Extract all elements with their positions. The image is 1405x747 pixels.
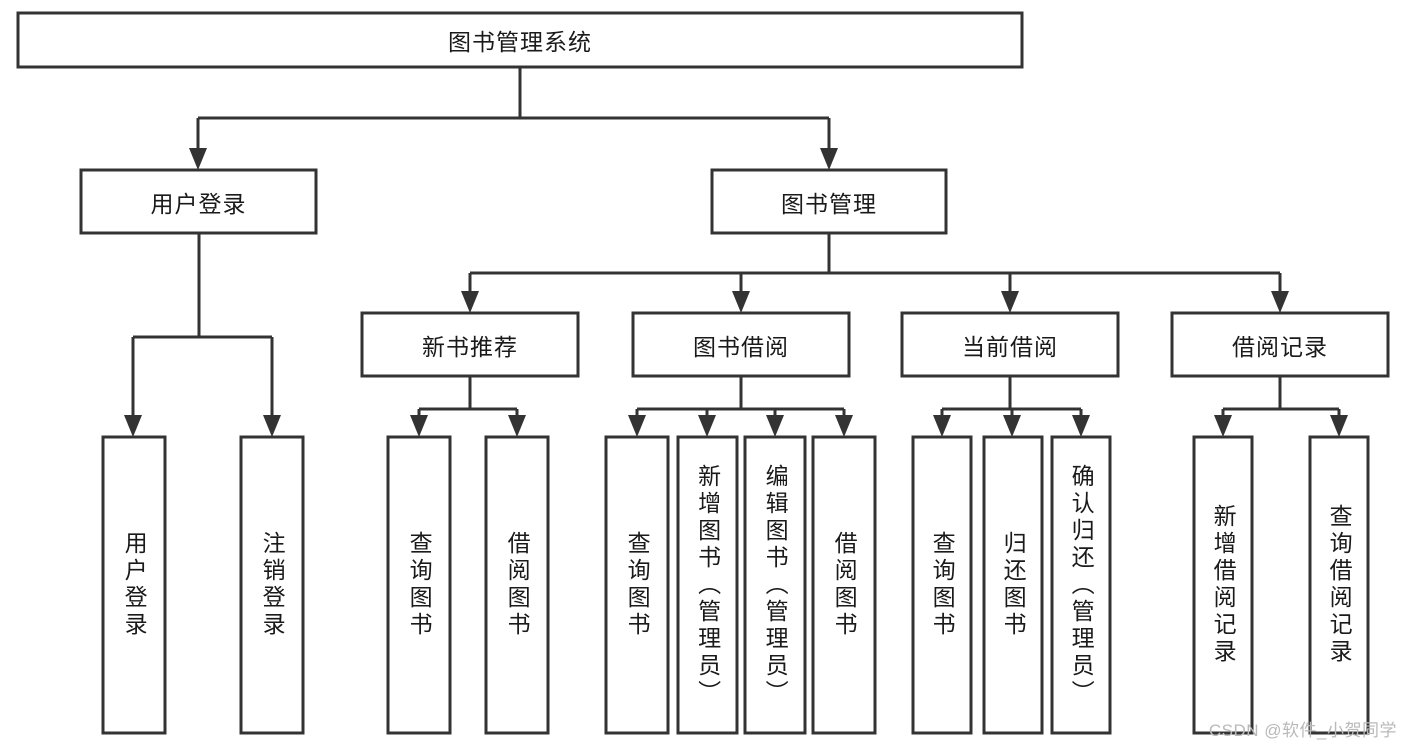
arrow-head-icon xyxy=(1003,415,1021,437)
arrow-head-icon xyxy=(820,148,838,170)
node-box-borrow-record[interactable] xyxy=(1170,311,1390,378)
arrow-head-icon xyxy=(1072,415,1090,437)
node-box-leaf-confirm-return[interactable] xyxy=(1050,435,1112,735)
arrow-head-icon xyxy=(508,415,526,437)
node-box-leaf-logout[interactable] xyxy=(239,435,305,735)
node-box-leaf-query-book-1[interactable] xyxy=(386,435,452,735)
node-box-leaf-edit-book[interactable] xyxy=(743,435,807,735)
arrow-head-icon xyxy=(698,415,716,437)
arrow-head-icon xyxy=(766,415,784,437)
node-box-root[interactable] xyxy=(16,11,1024,69)
node-box-current-borrow[interactable] xyxy=(900,311,1120,378)
arrow-head-icon xyxy=(732,291,750,313)
arrow-head-icon xyxy=(1330,415,1348,437)
csdn-watermark: CSDN @软件_小贺同学 xyxy=(1208,721,1397,740)
node-box-leaf-query-book-2[interactable] xyxy=(604,435,670,735)
node-box-leaf-query-book-3[interactable] xyxy=(911,435,973,735)
arrow-head-icon xyxy=(933,415,951,437)
node-box-leaf-query-record[interactable] xyxy=(1308,435,1370,735)
arrow-head-icon xyxy=(835,415,853,437)
node-box-new-book-rec[interactable] xyxy=(360,311,580,378)
arrow-head-icon xyxy=(461,291,479,313)
node-box-leaf-borrow-book-1[interactable] xyxy=(484,435,550,735)
arrow-head-icon xyxy=(410,415,428,437)
node-box-leaf-add-record[interactable] xyxy=(1192,435,1254,735)
node-box-leaf-user-login[interactable] xyxy=(101,435,167,735)
arrow-head-icon xyxy=(1001,291,1019,313)
node-boxes-layer xyxy=(16,11,1390,735)
node-box-leaf-borrow-book-2[interactable] xyxy=(811,435,877,735)
arrow-head-icon xyxy=(628,415,646,437)
node-box-user-login[interactable] xyxy=(79,168,318,235)
arrow-head-icon xyxy=(263,415,281,437)
arrow-head-icon xyxy=(1271,291,1289,313)
node-box-leaf-return-book[interactable] xyxy=(982,435,1044,735)
arrow-head-icon xyxy=(124,415,142,437)
node-box-book-borrow[interactable] xyxy=(631,311,851,378)
arrow-head-icon xyxy=(189,148,207,170)
arrow-head-icon xyxy=(1214,415,1232,437)
node-box-book-manage[interactable] xyxy=(710,168,948,235)
node-box-leaf-add-book[interactable] xyxy=(676,435,739,735)
connectors-layer xyxy=(124,67,1348,437)
